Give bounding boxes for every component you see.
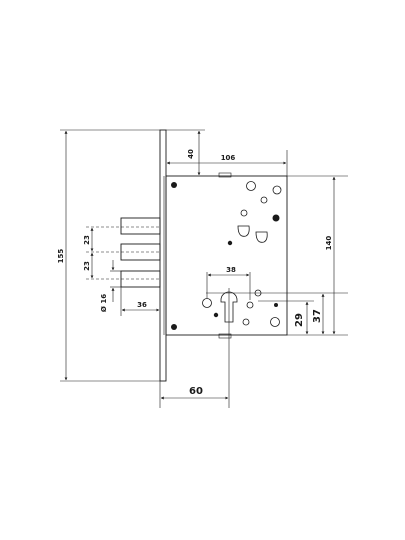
dim-case-height: 140 bbox=[287, 175, 348, 336]
hole bbox=[246, 181, 256, 191]
hole bbox=[227, 240, 233, 246]
dim-label-23-upper: 23 bbox=[83, 235, 91, 245]
case-top-notch bbox=[218, 172, 232, 178]
dim-label-36: 36 bbox=[137, 301, 147, 309]
hole bbox=[240, 209, 248, 217]
dim-bolt-diameter: Ø 16 bbox=[100, 260, 121, 312]
dim-label-23-lower: 23 bbox=[83, 261, 91, 271]
faceplate bbox=[159, 129, 167, 382]
dim-label-155: 155 bbox=[57, 249, 65, 264]
hole bbox=[272, 185, 282, 195]
follower-cutout-1 bbox=[237, 225, 250, 237]
case-holes bbox=[171, 181, 282, 330]
dim-total-height: 155 bbox=[57, 129, 160, 382]
dim-case-depth: 106 bbox=[166, 150, 288, 176]
hole bbox=[274, 303, 278, 307]
dim-label-106: 106 bbox=[221, 154, 236, 162]
deadbolt-1 bbox=[120, 217, 161, 235]
dim-label-140: 140 bbox=[325, 236, 333, 251]
hole bbox=[171, 182, 177, 188]
dim-label-29: 29 bbox=[294, 313, 305, 327]
dim-top-offset: 40 bbox=[166, 129, 205, 176]
dim-backset: 60 bbox=[159, 381, 229, 408]
hole bbox=[260, 196, 268, 204]
deadbolts bbox=[120, 217, 161, 288]
hole bbox=[213, 312, 219, 318]
dim-label-38: 38 bbox=[226, 266, 236, 274]
dim-bolt-spacing-upper: 23 bbox=[83, 227, 94, 252]
hole bbox=[171, 324, 177, 330]
cylinder-hole-left bbox=[202, 298, 212, 308]
hole bbox=[242, 318, 250, 326]
hole bbox=[272, 214, 280, 222]
dim-bolt-protrusion: 36 bbox=[120, 287, 160, 316]
hole bbox=[246, 301, 254, 309]
dim-label-60: 60 bbox=[189, 386, 203, 397]
dim-label-40: 40 bbox=[187, 149, 195, 159]
dim-cylinder-width: 38 bbox=[206, 266, 251, 300]
dim-cylinder-axis-upper: 37 bbox=[312, 293, 325, 335]
case-bottom-notch bbox=[218, 333, 232, 339]
dim-cylinder-axis-lower: 29 bbox=[258, 300, 314, 335]
follower-cutout-2 bbox=[255, 231, 268, 243]
lock-case bbox=[165, 175, 288, 336]
hole bbox=[270, 317, 280, 327]
dim-bolt-spacing-lower: 23 bbox=[83, 252, 94, 279]
dim-label-diameter-16: Ø 16 bbox=[100, 294, 108, 312]
dim-label-37: 37 bbox=[312, 309, 323, 323]
